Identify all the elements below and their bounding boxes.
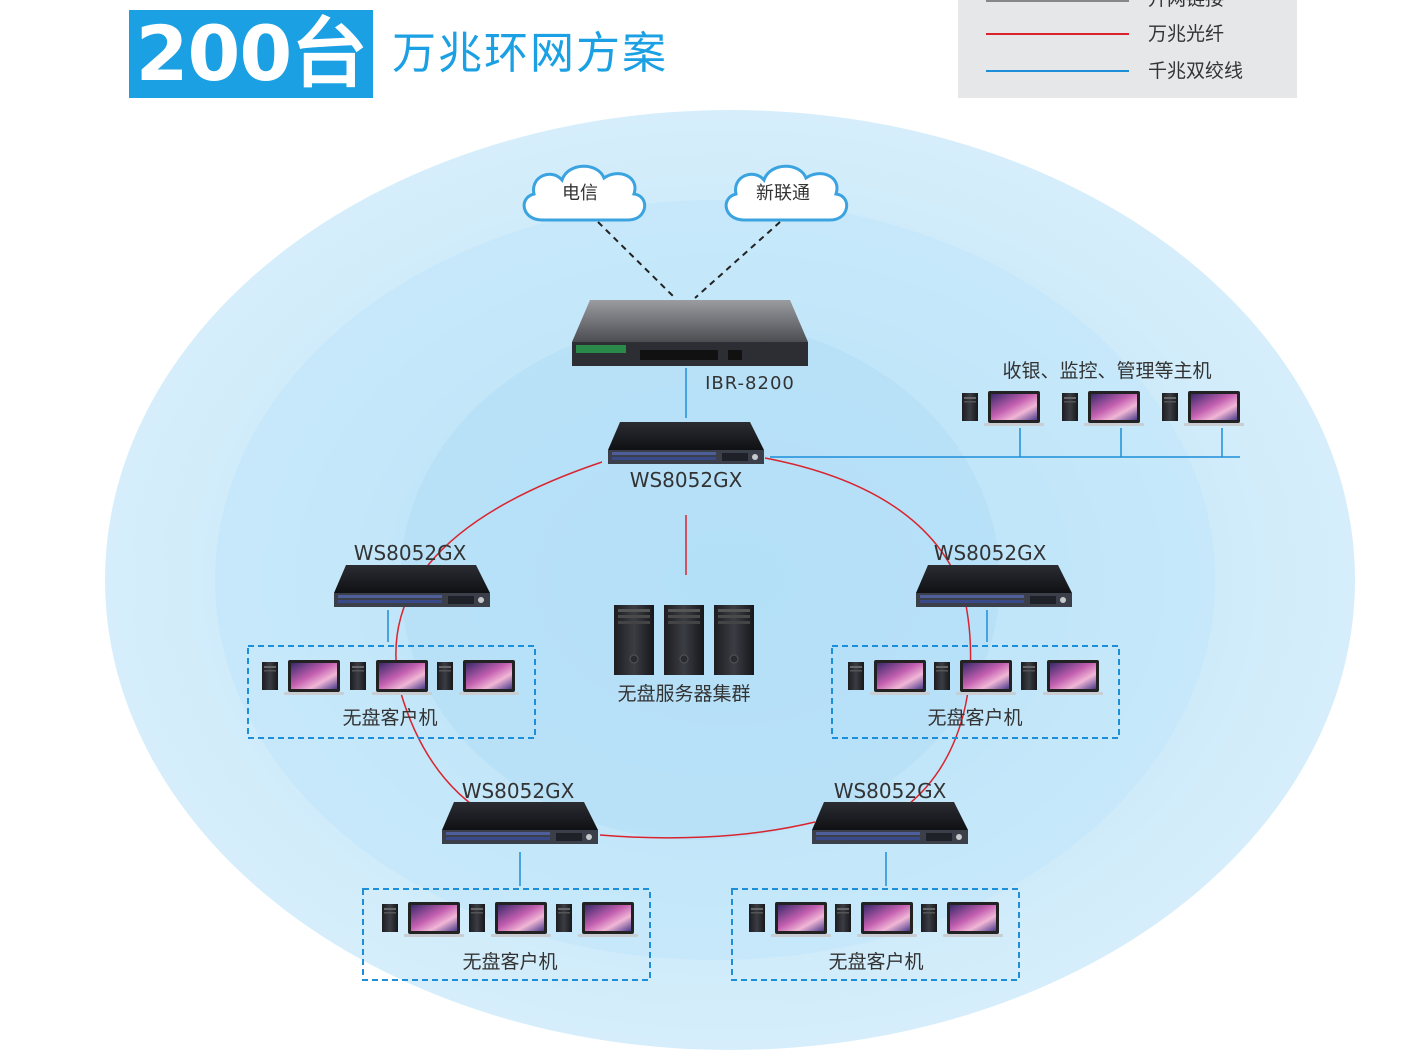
legend-twisted-pair-swatch xyxy=(986,70,1129,72)
client-bottom-left-pc-2 xyxy=(469,902,551,937)
background-ellipse-inner xyxy=(215,200,1215,960)
client-left-label: 无盘客户机 xyxy=(342,707,437,729)
server-cluster-label: 无盘服务器集群 xyxy=(617,683,750,705)
isp-link-telecom xyxy=(597,221,676,299)
client-left-pc-2 xyxy=(350,660,432,695)
client-bottom-right-pc-2 xyxy=(835,902,917,937)
isp-link-unicom xyxy=(694,221,781,299)
client-group-left xyxy=(247,645,536,739)
switch-bottom-left xyxy=(442,802,598,844)
server-2 xyxy=(663,604,705,676)
legend-uplink-swatch xyxy=(986,0,1129,2)
client-group-bottom-right xyxy=(731,888,1020,981)
switch-left xyxy=(334,565,490,607)
switch-right-label: WS8052GX xyxy=(934,541,1047,565)
switch-top xyxy=(608,422,764,464)
client-group-right xyxy=(831,645,1120,739)
legend-fiber-swatch xyxy=(986,33,1129,35)
title-badge: 200台 xyxy=(129,10,373,98)
legend-twisted-pair-label: 千兆双绞线 xyxy=(1148,60,1244,82)
background-ellipse-core xyxy=(400,320,1000,840)
server-3 xyxy=(713,604,755,676)
mgmt-pc-3 xyxy=(1162,391,1244,426)
client-bottom-left-label: 无盘客户机 xyxy=(462,951,557,973)
client-bottom-right-pc-1 xyxy=(749,902,831,937)
mgmt-hosts-link xyxy=(770,428,1240,458)
client-left-pc-3 xyxy=(437,660,519,695)
client-bottom-right-pc-3 xyxy=(921,902,1003,937)
mgmt-hosts-label: 收银、监控、管理等主机 xyxy=(1002,360,1211,382)
switch-bottom-left-label: WS8052GX xyxy=(462,779,575,803)
switch-bottom-right-label: WS8052GX xyxy=(834,779,947,803)
client-left-pc-1 xyxy=(262,660,344,695)
legend: 升网链接 万兆光纤 千兆双绞线 xyxy=(958,0,1297,98)
mgmt-pc-2 xyxy=(1062,391,1144,426)
legend-fiber-label: 万兆光纤 xyxy=(1148,23,1225,45)
server-1 xyxy=(613,604,655,676)
unicom-label: 新联通 xyxy=(756,183,810,204)
client-bottom-left-pc-3 xyxy=(556,902,638,937)
client-right-pc-1 xyxy=(848,660,930,695)
telecom-label: 电信 xyxy=(562,183,598,204)
switch-right xyxy=(916,565,1072,607)
router-model-label: IBR-8200 xyxy=(705,373,795,394)
client-right-label: 无盘客户机 xyxy=(927,707,1022,729)
legend-uplink-label: 升网链接 xyxy=(1148,0,1224,10)
client-right-pc-3 xyxy=(1021,660,1103,695)
switch-left-label: WS8052GX xyxy=(354,541,467,565)
client-group-bottom-left xyxy=(362,888,651,981)
switch-bottom-right xyxy=(812,802,968,844)
router-ibr8200 xyxy=(572,300,808,366)
mgmt-pc-1 xyxy=(962,391,1044,426)
client-bottom-left-pc-1 xyxy=(382,902,464,937)
client-bottom-right-label: 无盘客户机 xyxy=(828,951,923,973)
client-right-pc-2 xyxy=(934,660,1016,695)
switch-top-label: WS8052GX xyxy=(630,468,743,492)
page-title: 万兆环网方案 xyxy=(392,28,668,79)
